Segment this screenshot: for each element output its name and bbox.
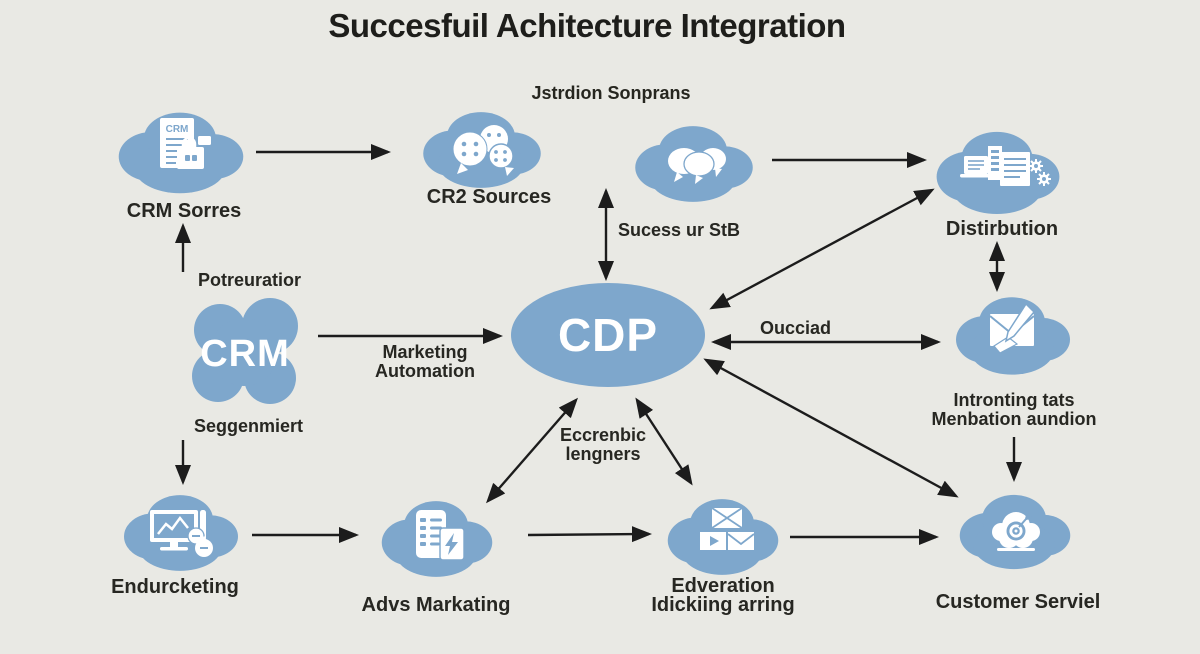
label-cr2-sources: CR2 Sources — [426, 186, 552, 208]
crm-doc-text: CRM — [166, 124, 189, 135]
node-crm-sorres: CRM — [118, 112, 244, 194]
envelopes-icon — [700, 507, 755, 550]
label-sucess-ur-stb: Sucess ur StB — [618, 220, 741, 240]
crm-document-icon: CRM — [160, 118, 211, 169]
label-endurcketing: Endurcketing — [111, 576, 239, 598]
label-intronting-line1: Intronting tats — [953, 390, 1075, 410]
envelope-pen-icon — [989, 302, 1036, 354]
label-seggenmiert: Seggenmiert — [194, 416, 304, 436]
label-edveration: Edveration Idickiing arring — [643, 575, 803, 616]
node-cdp: CDP — [511, 283, 705, 387]
label-marketing-automation: Marketing Automation — [360, 343, 490, 381]
target-cloud-icon — [992, 512, 1040, 551]
label-edveration-line1: Edveration — [671, 575, 775, 597]
node-speech-bubbles — [635, 126, 753, 202]
node-endurcketing — [124, 495, 238, 571]
label-eccrenbic-line1: Eccrenbic — [559, 425, 647, 445]
chat-dots-icon — [452, 125, 514, 176]
label-customer-serviel: Customer Serviel — [935, 591, 1101, 613]
node-customer-serviel — [959, 494, 1071, 570]
node-crm: CRM — [192, 298, 298, 404]
label-crm-sorres: CRM Sorres — [126, 200, 242, 222]
page-title: Succesfuil Achitecture Integration — [328, 7, 846, 44]
phone-lightning-icon — [416, 510, 465, 561]
page-subtitle: Jstrdion Sonprans — [531, 83, 691, 103]
node-edveration — [667, 499, 779, 575]
label-intronting: Intronting tats Menbation aundion — [924, 391, 1104, 429]
speech-bubbles-icon — [668, 148, 726, 184]
monitor-chart-icon — [150, 510, 213, 557]
label-marketing-line2: Automation — [375, 361, 475, 381]
node-advs-markating — [381, 501, 493, 577]
arrow-cdp-customer-diagonal — [703, 358, 959, 498]
node-cr2-sources — [423, 112, 541, 188]
label-intronting-line2: Menbation aundion — [931, 409, 1097, 429]
label-potreuratior: Potreuratior — [198, 270, 302, 290]
laptop-documents-gears-icon — [960, 146, 1051, 186]
label-advs-markating: Advs Markating — [361, 594, 511, 616]
label-oucciad: Oucciad — [760, 318, 832, 338]
label-edveration-line2: Idickiing arring — [651, 594, 795, 616]
node-intronting — [956, 297, 1070, 375]
cdp-node-text: CDP — [557, 309, 659, 361]
label-distirbution: Distirbution — [945, 218, 1059, 240]
arrow-advs-to-edveration — [527, 526, 653, 543]
crm-node-text: CRM — [200, 333, 290, 375]
label-eccrenbic-line2: lengners — [565, 444, 641, 464]
node-distirbution — [936, 131, 1060, 214]
label-eccrenbic-lengners: Eccrenbic lengners — [545, 426, 661, 464]
label-marketing-line1: Marketing — [382, 342, 468, 362]
